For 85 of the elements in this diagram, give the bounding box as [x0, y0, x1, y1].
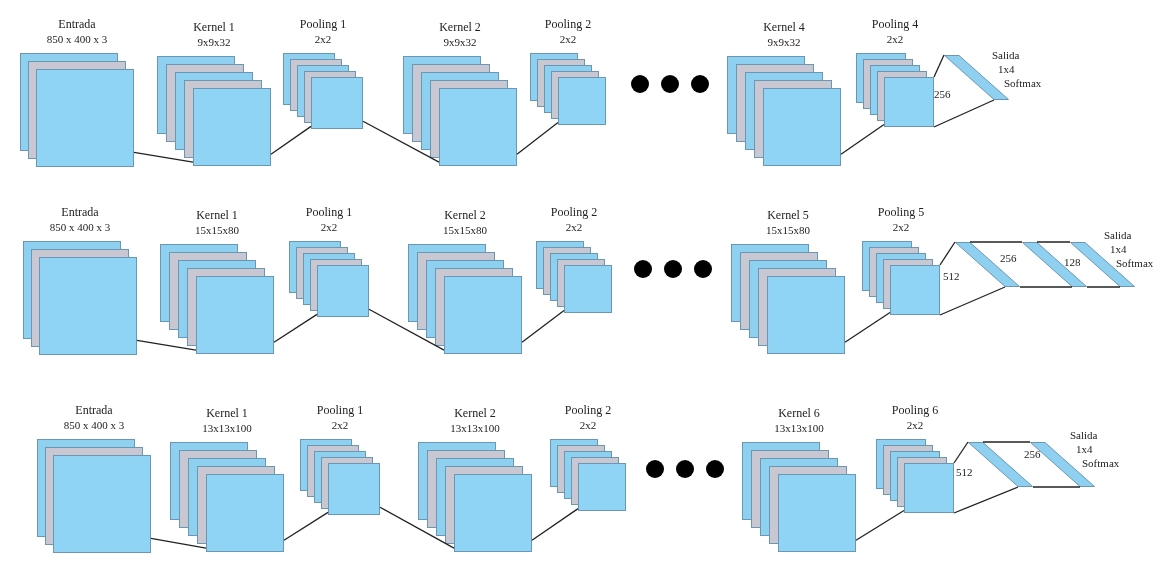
- layer-size: 2x2: [559, 32, 577, 47]
- connector-line: [273, 313, 318, 343]
- connector-line: [1032, 486, 1081, 488]
- output-label: 1x4: [1076, 442, 1094, 456]
- dense-layer-bar: [1022, 242, 1087, 287]
- layer-size: 2x2: [886, 32, 904, 47]
- layer-size: 9x9x32: [197, 35, 231, 50]
- connector-line: [933, 54, 945, 78]
- layer-size: 9x9x32: [443, 35, 477, 50]
- output-label: Salida: [1104, 228, 1133, 242]
- connector-line: [133, 151, 194, 163]
- connector-line: [1036, 241, 1071, 243]
- layer-title: Kernel 4: [763, 20, 805, 35]
- layer-size: 15x15x80: [195, 223, 239, 238]
- output-label: Salida: [992, 48, 1021, 62]
- layer-size: 850 x 400 x 3: [46, 32, 108, 47]
- layer-title: Kernel 1: [206, 406, 248, 421]
- connector-line: [844, 311, 891, 343]
- neuron-count-label: 512: [956, 466, 973, 479]
- layer-title: Entrada: [58, 17, 96, 32]
- layer-title: Kernel 2: [444, 208, 486, 223]
- connector-line: [368, 308, 445, 351]
- output-label: 1x4: [1110, 242, 1128, 256]
- layer-title: Entrada: [75, 403, 113, 418]
- layer-title: Pooling 2: [544, 17, 592, 32]
- layer-title: Kernel 5: [767, 208, 809, 223]
- layer-size: 2x2: [320, 220, 338, 235]
- layer-title: Kernel 6: [778, 406, 820, 421]
- neuron-count-label: 512: [943, 270, 960, 283]
- connector-line: [840, 123, 885, 155]
- layer-title: Entrada: [61, 205, 99, 220]
- output-label: 1x4: [998, 62, 1016, 76]
- layer-title: Kernel 2: [439, 20, 481, 35]
- layer-size: 15x15x80: [766, 223, 810, 238]
- neuron-count-label: 256: [934, 88, 951, 101]
- connector-line: [1086, 286, 1121, 288]
- layer-title: Pooling 1: [316, 403, 364, 418]
- layer-size: 13x13x100: [202, 421, 252, 436]
- connector-line: [270, 125, 312, 155]
- connector-line: [1019, 286, 1073, 288]
- output-label: Softmax: [1082, 456, 1120, 470]
- output-label: Salida: [1070, 428, 1099, 442]
- connector-line: [855, 509, 905, 541]
- layer-title: Pooling 2: [564, 403, 612, 418]
- layer-size: 2x2: [906, 418, 924, 433]
- connector-line: [531, 507, 579, 541]
- layer-title: Pooling 5: [877, 205, 925, 220]
- layer-size: 15x15x80: [443, 223, 487, 238]
- connector-line: [150, 537, 207, 549]
- layer-title: Kernel 1: [196, 208, 238, 223]
- layer-size: 850 x 400 x 3: [63, 418, 125, 433]
- neuron-count-label: 256: [1000, 252, 1017, 265]
- layer-size: 2x2: [331, 418, 349, 433]
- connector-line: [982, 441, 1031, 443]
- connector-line: [939, 286, 1006, 316]
- connector-line: [953, 486, 1019, 514]
- layer-size: 2x2: [314, 32, 332, 47]
- layer-size: 2x2: [565, 220, 583, 235]
- output-label: Softmax: [1004, 76, 1042, 90]
- connector-line: [362, 120, 440, 163]
- layer-size: 13x13x100: [450, 421, 500, 436]
- output-label: Softmax: [1116, 256, 1154, 270]
- layer-title: Kernel 2: [454, 406, 496, 421]
- layer-title: Pooling 1: [299, 17, 347, 32]
- layer-title: Pooling 6: [891, 403, 939, 418]
- connector-line: [521, 309, 565, 343]
- layer-title: Pooling 1: [305, 205, 353, 220]
- neuron-count-label: 256: [1024, 448, 1041, 461]
- connector-line: [136, 339, 197, 351]
- neuron-count-label: 128: [1064, 256, 1081, 269]
- connector-line: [379, 506, 455, 549]
- connector-line: [283, 511, 329, 541]
- layer-size: 13x13x100: [774, 421, 824, 436]
- layer-size: 9x9x32: [767, 35, 801, 50]
- layer-size: 2x2: [892, 220, 910, 235]
- connector-line: [953, 441, 969, 464]
- layer-title: Kernel 1: [193, 20, 235, 35]
- connector-line: [939, 241, 956, 266]
- connector-line: [969, 241, 1023, 243]
- layer-title: Pooling 4: [871, 17, 919, 32]
- layer-size: 2x2: [579, 418, 597, 433]
- layer-size: 850 x 400 x 3: [49, 220, 111, 235]
- connector-line: [933, 99, 995, 128]
- connector-line: [516, 121, 559, 155]
- layer-title: Pooling 2: [550, 205, 598, 220]
